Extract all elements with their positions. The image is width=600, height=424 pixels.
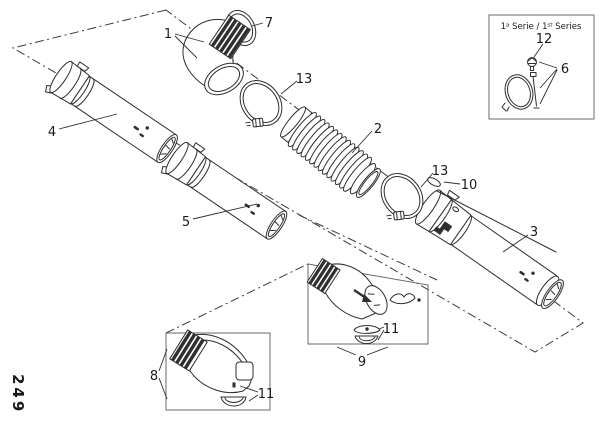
nozzle-9-deflector-wing <box>389 293 416 305</box>
callout-3-label: 3 <box>530 225 538 240</box>
nozzle-box-9 <box>306 258 429 345</box>
tube-3-button-hole <box>531 271 535 275</box>
leader-6 <box>538 61 558 105</box>
nozzle-8-ribbed-collar <box>169 329 208 372</box>
leader-7 <box>251 22 264 27</box>
tube-3-bayonet-slot <box>433 221 453 236</box>
elbow-threaded-band <box>208 14 251 60</box>
tube-5-clip-tab <box>192 142 206 153</box>
callout-5-label: 5 <box>182 215 190 230</box>
clamp-screw-housing <box>386 210 405 221</box>
leader-9 <box>336 346 389 356</box>
scraper-cap-part-11a <box>220 396 247 407</box>
callout-labels: 1 7 13 2 13 10 12 6 4 5 3 8 9 11 11 <box>48 16 569 402</box>
tube-3-pin-hole <box>452 206 460 213</box>
rod-shaft <box>436 190 557 253</box>
tube-4-clip-tab <box>76 61 90 72</box>
leader-12 <box>533 43 544 58</box>
clamp-6-bracket <box>501 102 540 112</box>
nozzle-8-flap <box>235 361 254 381</box>
nozzle-box-8 <box>165 329 271 411</box>
first-series-box: 1a Serie / 1st Series <box>488 14 595 120</box>
flex-hose-part-2 <box>280 106 381 198</box>
callout-12-label: 12 <box>536 32 553 47</box>
callout-6-label: 6 <box>561 62 569 77</box>
leader-5 <box>192 203 258 220</box>
tube-part-3 <box>414 189 564 310</box>
tube-5-collar-face <box>165 141 189 175</box>
hose-right-cuff <box>355 168 381 198</box>
elbow-outlet <box>204 62 244 96</box>
leader-3 <box>502 234 529 253</box>
assembly-axis-lines <box>11 9 584 353</box>
nut-part-12 <box>527 57 537 71</box>
leader-10 <box>443 181 461 185</box>
leader-13-upper <box>280 80 298 95</box>
leader-11a <box>239 385 259 402</box>
clamp-6-bolt <box>532 75 537 107</box>
clamp-part-13-lower <box>380 173 424 221</box>
callout-10-label: 10 <box>461 178 478 193</box>
hose-left-cuff <box>280 106 306 138</box>
callout-13-upper-label: 13 <box>296 72 313 87</box>
alignment-line-nozzle-box-9 <box>298 214 438 281</box>
nozzle-9-screw-arrow <box>353 289 372 302</box>
callout-7-label: 7 <box>265 16 273 31</box>
leader-8 <box>158 348 168 400</box>
callout-2-label: 2 <box>374 122 382 137</box>
first-series-frame <box>488 14 595 120</box>
leader-11b <box>377 326 385 341</box>
tube-4-collar-face <box>49 60 73 94</box>
nozzle-9-outlet <box>364 285 388 315</box>
elbow-part-1 <box>182 9 257 96</box>
tube-part-4 <box>45 60 178 164</box>
callout-13-lower-label: 13 <box>432 164 449 179</box>
leader-1 <box>174 33 205 59</box>
callout-8-label: 8 <box>150 369 158 384</box>
leader-13-lower <box>420 172 434 188</box>
clamp-screw-housing <box>245 117 264 128</box>
nozzle-8-screw <box>232 382 236 388</box>
clamp-part-6 <box>501 72 540 112</box>
leader-4 <box>58 113 118 130</box>
tube-part-5 <box>161 141 288 240</box>
clamp-part-13-upper <box>239 80 283 128</box>
nozzle-box-9-frame <box>307 263 429 345</box>
tube-3-collar-face <box>414 189 442 225</box>
callout-1-label: 1 <box>164 27 172 42</box>
leader-2 <box>351 130 373 154</box>
callout-9-label: 9 <box>358 355 366 370</box>
leader-lines <box>58 22 558 402</box>
tube-5-button-hole <box>256 203 260 208</box>
assembly-boundary-parallelogram <box>11 9 584 353</box>
scraper-cap-part-11b <box>354 335 379 344</box>
page-number: 249 <box>9 374 27 414</box>
alignment-line-nozzle-box-8 <box>165 262 311 334</box>
nozzle-9-ribbed-collar <box>306 258 341 294</box>
tube-4-button-hole <box>145 126 149 130</box>
first-series-title: 1a Serie / 1st Series <box>501 22 582 32</box>
nozzle-box-8-frame <box>165 332 271 411</box>
callout-4-label: 4 <box>48 125 56 140</box>
callout-11b-label: 11 <box>383 322 400 337</box>
callout-11a-label: 11 <box>258 387 275 402</box>
